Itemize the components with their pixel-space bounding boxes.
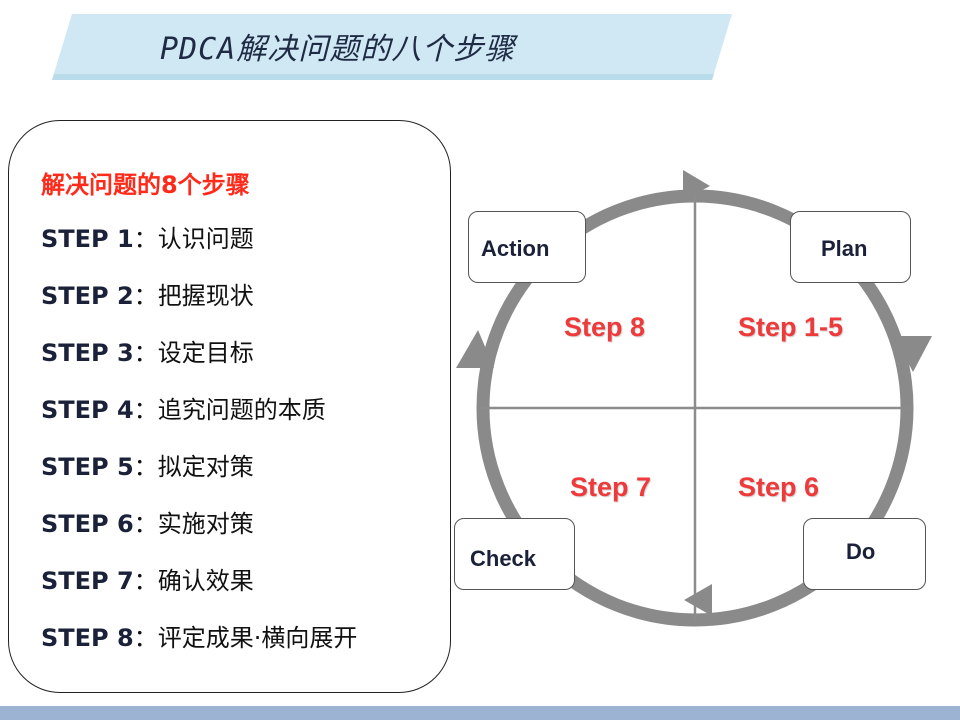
step-text: 追究问题的本质 [157, 396, 326, 424]
step-separator: ： [133, 339, 158, 367]
step-row-2: STEP 2：把握现状 [41, 276, 254, 311]
step-label: STEP 5 [41, 453, 134, 481]
step-separator: ： [133, 453, 158, 481]
title-banner [52, 14, 732, 80]
step-text: 评定成果·横向展开 [157, 624, 358, 652]
step-text: 实施对策 [157, 510, 254, 538]
step-row-8: STEP 8：评定成果·横向展开 [41, 618, 357, 653]
quadrant-step-top-left: Step 8 [564, 312, 646, 342]
step-text: 认识问题 [157, 225, 254, 253]
phase-box-check: Check [454, 518, 575, 590]
arrow-head-left [456, 330, 494, 368]
step-label: STEP 7 [41, 567, 134, 595]
phase-label-do: Do [846, 539, 876, 564]
step-separator: ： [133, 510, 158, 538]
step-separator: ： [133, 282, 158, 310]
arrow-head-right [894, 336, 932, 372]
step-row-7: STEP 7：确认效果 [41, 561, 254, 596]
step-row-6: STEP 6：实施对策 [41, 504, 254, 539]
step-label: STEP 8 [41, 624, 134, 652]
step-text: 拟定对策 [157, 453, 254, 481]
phase-label-action: Action [481, 236, 550, 261]
step-label: STEP 6 [41, 510, 134, 538]
page-title: PDCA解决问题的八个步骤 [160, 32, 516, 67]
steps-panel: 解决问题的8个步骤 STEP 1：认识问题 STEP 2：把握现状 STEP 3… [8, 120, 451, 693]
step-label: STEP 3 [41, 339, 134, 367]
arrow-head-bottom [684, 584, 712, 616]
steps-heading: 解决问题的8个步骤 [41, 171, 250, 199]
quadrant-step-bottom-right: Step 6 [738, 472, 820, 502]
quadrant-step-bottom-left: Step 7 [570, 472, 652, 502]
phase-box-plan: Plan [790, 211, 911, 283]
phase-box-do: Do [803, 518, 926, 590]
step-text: 设定目标 [157, 339, 254, 367]
phase-label-plan: Plan [821, 236, 868, 261]
phase-label-check: Check [470, 546, 537, 571]
step-label: STEP 1 [41, 225, 134, 253]
arrow-head-top [683, 170, 710, 200]
step-row-3: STEP 3：设定目标 [41, 333, 254, 368]
step-row-1: STEP 1：认识问题 [41, 219, 254, 254]
step-separator: ： [133, 225, 158, 253]
step-text: 确认效果 [157, 567, 254, 595]
step-label: STEP 4 [41, 396, 134, 424]
step-row-5: STEP 5：拟定对策 [41, 447, 254, 482]
step-separator: ： [133, 567, 158, 595]
step-label: STEP 2 [41, 282, 134, 310]
quadrant-step-top-right: Step 1-5 [738, 312, 844, 342]
phase-box-action: Action [468, 211, 586, 283]
footer-bar [0, 706, 960, 720]
step-text: 把握现状 [157, 282, 254, 310]
step-separator: ： [133, 624, 158, 652]
step-separator: ： [133, 396, 158, 424]
step-row-4: STEP 4：追究问题的本质 [41, 390, 326, 425]
pdca-cycle-diagram [456, 170, 932, 627]
